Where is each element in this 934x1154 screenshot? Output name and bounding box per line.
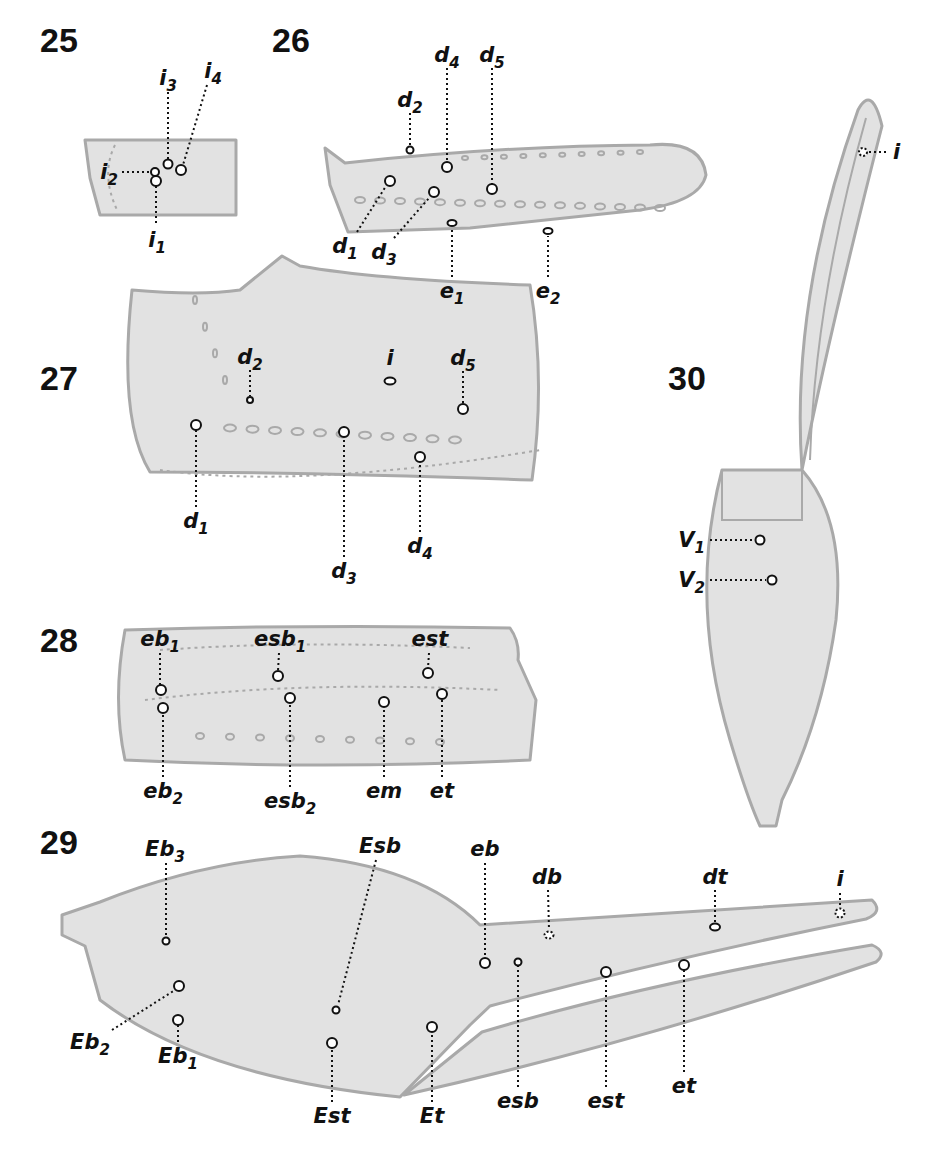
trichobothrium-label: eb1 [140,629,180,650]
trichobothrium-label: d4 [407,536,432,557]
trichobothrium-label: e2 [536,281,561,302]
trichobothrium-label: eb [470,839,499,860]
trichobothrium-label: d5 [450,348,475,369]
trichobothrium-label: d5 [479,45,504,66]
trichobothrium-label: est [588,1091,625,1112]
telson-outline [707,100,882,826]
trichobothrium-label: Est [314,1106,351,1127]
trichobothrium-label: dt [702,867,727,888]
trichobothrium-label: d3 [331,561,356,582]
trichobothrium-label: d1 [183,511,208,532]
trichobothrium-label: i [893,142,900,163]
trichobothrium-label: db [532,867,562,888]
trichobothrium-label: Esb [359,836,401,857]
trichobothrium-label: est [412,629,449,650]
figure-number: 27 [40,361,78,395]
figure-number: 28 [40,623,78,657]
trichobothrium-label: i [836,869,843,890]
trichobothrium-label: esb1 [254,629,306,650]
trichobothrium-label: d3 [371,242,396,263]
trichobothrium-label: i4 [204,61,222,82]
trichobothrium-label: Eb1 [158,1046,198,1067]
trichobothrium-label: esb [497,1091,539,1112]
movable-finger-outline [404,945,881,1095]
trichobothrium-label: i1 [148,230,166,251]
trichobothrium-label: i3 [159,68,177,89]
patella-external-outline [119,626,537,765]
trichobothrium-label: et [672,1076,696,1097]
patella-dorsal-outline [128,256,539,480]
trichobothrium-label: d4 [434,45,459,66]
trichobothrium-label: esb2 [264,791,316,812]
trichobothrium-label: i [386,348,393,369]
segment-outline [85,140,236,215]
femur-outline [325,144,706,232]
figure-number: 26 [272,23,310,57]
figure-number: 25 [40,23,78,57]
trichobothrium-label: e1 [440,281,465,302]
trichobothrium-label: V2 [678,570,705,591]
trichobothrium-label: Eb3 [145,839,185,860]
trichobothrium-label: i2 [100,162,118,183]
trichobothrium-label: V1 [678,530,705,551]
figure-number: 30 [668,361,706,395]
figure-number: 29 [40,825,78,859]
trichobothrium-label: et [430,781,454,802]
trichobothrium-label: d2 [237,347,262,368]
trichobothrium-label: d2 [397,90,422,111]
trichobothrium-label: Eb2 [70,1032,110,1053]
trichobothrium-label: eb2 [143,781,183,802]
trichobothrium-label: em [366,781,402,802]
trichobothrium-label: Et [420,1106,444,1127]
trichobothrium-label: d1 [332,236,357,257]
